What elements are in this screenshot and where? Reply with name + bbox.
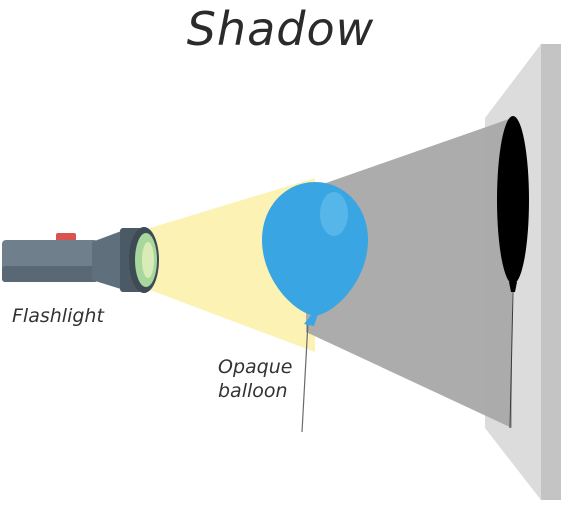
balloon-label-line1: Opaque	[218, 356, 293, 378]
shadow-string	[509, 291, 514, 429]
screen-side-face	[541, 44, 561, 500]
shadow-knot	[509, 282, 517, 292]
balloon-icon	[262, 182, 368, 433]
flashlight-lens-inner	[142, 242, 154, 278]
balloon-label: Opaque balloon	[218, 355, 292, 403]
shadow-region	[306, 118, 512, 428]
flashlight-body-shade	[2, 266, 98, 282]
balloon-string	[301, 321, 309, 433]
flashlight-label: Flashlight	[12, 305, 104, 327]
shadow-shape	[497, 116, 529, 284]
shadow-silhouette	[497, 116, 529, 429]
balloon-label-line2: balloon	[218, 380, 288, 402]
balloon-knot	[304, 314, 318, 326]
flashlight-icon	[2, 227, 159, 293]
flashlight-neck	[92, 230, 124, 290]
diagram-title: Shadow	[186, 2, 375, 56]
balloon-highlight	[320, 192, 348, 236]
